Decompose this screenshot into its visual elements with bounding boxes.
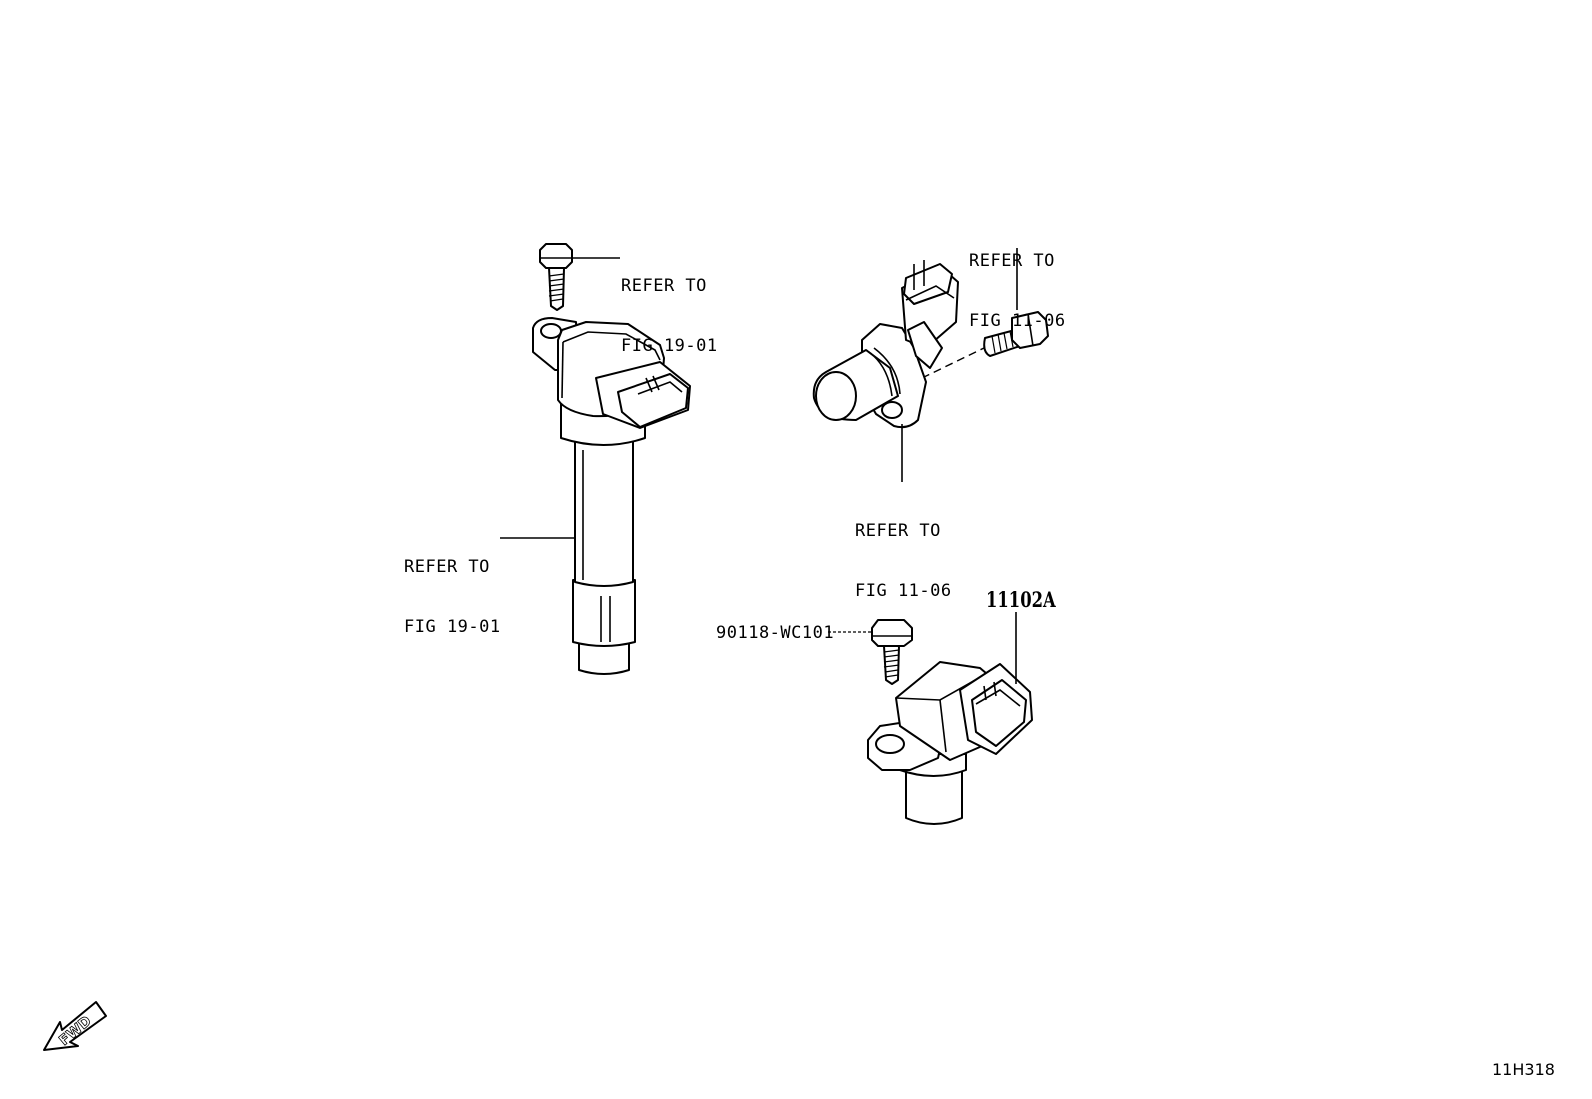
coil-bolt-ref-line2: FIG 19-01 bbox=[621, 336, 718, 356]
coil-ref: REFER TO FIG 19-01 bbox=[404, 517, 501, 657]
sensor-ref-line1: REFER TO bbox=[855, 521, 941, 541]
coil-ref-line2: FIG 19-01 bbox=[404, 617, 501, 637]
sensor-ref: REFER TO FIG 11-06 bbox=[855, 481, 952, 621]
coil-bolt[interactable] bbox=[539, 243, 573, 311]
sensor-bolt-ref-line1: REFER TO bbox=[969, 251, 1055, 271]
bolt-part-number[interactable]: 90118-WC101 bbox=[716, 623, 835, 643]
coil-ref-line1: REFER TO bbox=[404, 557, 490, 577]
bolt-90118-wc101[interactable] bbox=[871, 619, 913, 685]
sensor-ref-line2: FIG 11-06 bbox=[855, 581, 952, 601]
sensor-upper[interactable] bbox=[812, 260, 959, 429]
figure-code: 11H318 bbox=[1492, 1060, 1555, 1079]
sensor-bolt-ref: REFER TO FIG 11-06 bbox=[969, 211, 1066, 351]
fwd-arrow-icon: FWD bbox=[43, 1001, 107, 1051]
sensor-bolt-alignment bbox=[921, 347, 985, 379]
sensor-bolt-ref-line2: FIG 11-06 bbox=[969, 311, 1066, 331]
ignition-coil[interactable] bbox=[532, 317, 691, 675]
sensor-11102a[interactable] bbox=[867, 661, 1033, 825]
coil-bolt-ref-line1: REFER TO bbox=[621, 276, 707, 296]
sensor-bolt[interactable] bbox=[983, 311, 1049, 357]
coil-bolt-ref: REFER TO FIG 19-01 bbox=[621, 236, 718, 376]
sensor-part-number[interactable]: 11102A bbox=[986, 587, 1056, 612]
